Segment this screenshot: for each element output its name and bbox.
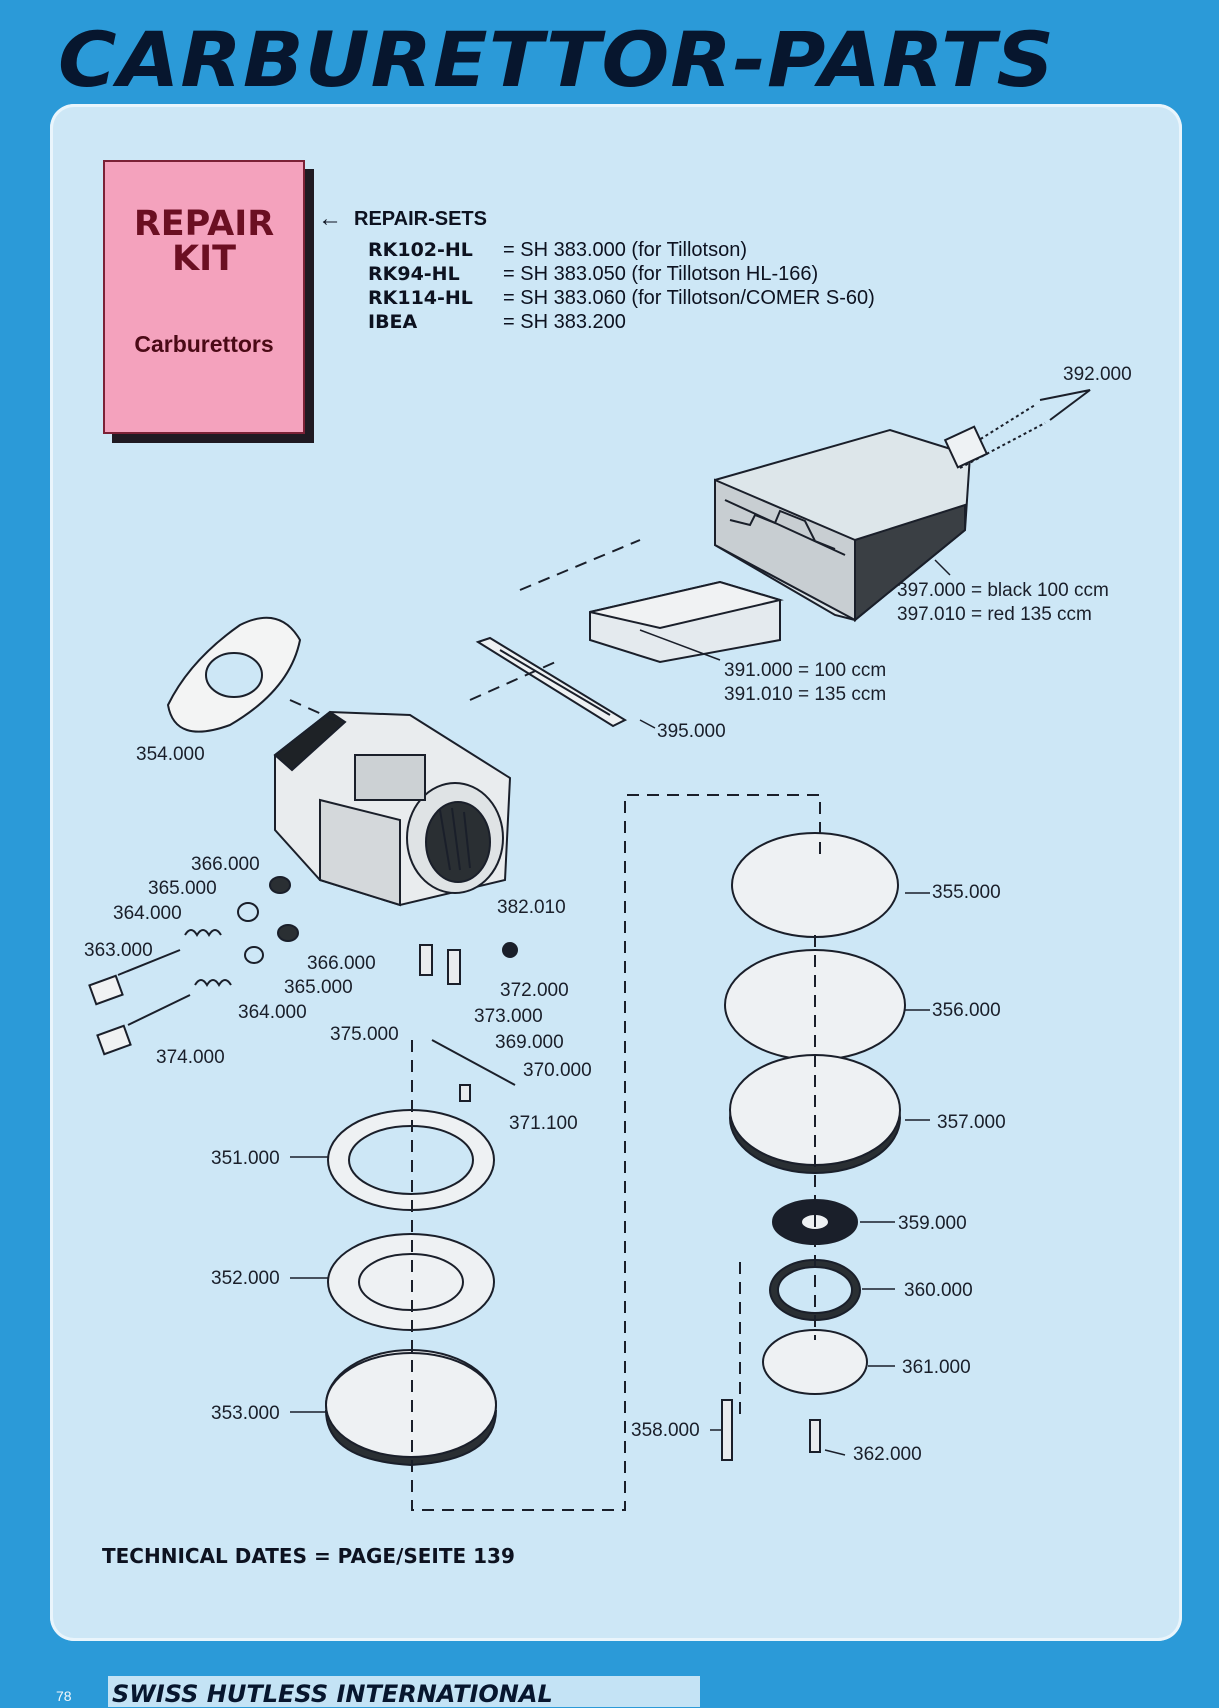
label-364a: 364.000 (113, 903, 182, 924)
repair-set-value: = SH 383.060 (for Tillotson/COMER S-60) (503, 287, 875, 309)
repair-kit-title: REPAIR KIT (105, 207, 303, 277)
assembly-guide-lines (289, 539, 821, 1511)
label-366b: 366.000 (307, 953, 376, 974)
repair-set-row: RK102-HL = SH 383.000 (for Tillotson) (318, 238, 875, 262)
label-358: 358.000 (631, 1420, 700, 1441)
repair-set-value: = SH 383.000 (for Tillotson) (503, 239, 748, 261)
repair-set-code: IBEA (368, 311, 418, 333)
pump-stack-right-drawing (721, 832, 906, 1461)
repair-sets-list: ← REPAIR-SETS RK102-HL = SH 383.000 (for… (318, 205, 875, 334)
label-365b: 365.000 (284, 977, 353, 998)
page-title: CARBURETTOR-PARTS (58, 15, 1056, 104)
label-366a: 366.000 (191, 854, 260, 875)
footer-bar (108, 1676, 700, 1707)
label-360: 360.000 (904, 1280, 973, 1301)
leader-lines (290, 559, 951, 1456)
label-351: 351.000 (211, 1148, 280, 1169)
label-352: 352.000 (211, 1268, 280, 1289)
label-375: 375.000 (330, 1024, 399, 1045)
label-363: 363.000 (84, 940, 153, 961)
label-357: 357.000 (937, 1112, 1006, 1133)
label-395: 395.000 (657, 721, 726, 742)
label-392: 392.000 (1063, 364, 1132, 385)
arrow-left-icon: ← (318, 205, 342, 232)
repair-set-value: = SH 383.200 (503, 311, 626, 333)
repair-sets-heading: ← REPAIR-SETS (318, 205, 875, 233)
label-372: 372.000 (500, 980, 569, 1001)
mounting-plate-drawing (475, 636, 628, 728)
label-397: 397.000 = black 100 ccm (897, 580, 1109, 601)
label-374: 374.000 (156, 1047, 225, 1068)
repair-set-value: = SH 383.050 (for Tillotson HL-166) (503, 263, 819, 285)
label-355: 355.000 (932, 882, 1001, 903)
repair-kit-line1: REPAIR (133, 204, 275, 244)
repair-kit-line2: KIT (171, 239, 237, 279)
carburettor-body-drawing (273, 710, 512, 907)
technical-dates-note: TECHNICAL DATES = PAGE/SEITE 139 (102, 1544, 515, 1568)
repair-set-code: RK94-HL (368, 263, 460, 285)
label-361: 361.000 (902, 1357, 971, 1378)
needle-valve-drawing (419, 944, 516, 1102)
label-359: 359.000 (898, 1213, 967, 1234)
label-382: 382.010 (497, 897, 566, 918)
part-labels: 392.000 397.000 = black 100 ccm 397.010 … (84, 364, 1132, 1465)
label-397-010: 397.010 = red 135 ccm (897, 604, 1092, 625)
page-number: 78 (56, 1688, 72, 1704)
label-391: 391.000 = 100 ccm (724, 660, 886, 681)
repair-set-code: RK114-HL (368, 287, 473, 309)
label-373: 373.000 (474, 1006, 543, 1027)
footer-brand: SWISS HUTLESS INTERNATIONAL (112, 1680, 553, 1708)
label-353: 353.000 (211, 1403, 280, 1424)
repair-set-code: RK102-HL (368, 239, 473, 261)
mixture-screws-drawing (88, 876, 518, 1056)
repair-set-row: RK114-HL = SH 383.060 (for Tillotson/COM… (318, 286, 875, 310)
repair-kit-subtitle: Carburettors (134, 331, 274, 357)
label-362: 362.000 (853, 1444, 922, 1465)
label-370: 370.000 (523, 1060, 592, 1081)
label-365a: 365.000 (148, 878, 217, 899)
label-356: 356.000 (932, 1000, 1001, 1021)
label-369: 369.000 (495, 1032, 564, 1053)
repair-set-row: RK94-HL = SH 383.050 (for Tillotson HL-1… (318, 262, 875, 286)
label-364b: 364.000 (238, 1002, 307, 1023)
label-354: 354.000 (136, 744, 205, 765)
label-371: 371.100 (509, 1113, 578, 1134)
repair-set-row: IBEA = SH 383.200 (318, 310, 875, 334)
label-391-010: 391.010 = 135 ccm (724, 684, 886, 705)
flange-gasket-drawing (166, 616, 302, 733)
repair-sets-heading-text: REPAIR-SETS (354, 207, 487, 230)
filter-plate-drawing (589, 580, 784, 664)
repair-kit-box: REPAIR KIT Carburettors (103, 160, 305, 434)
air-filter-drawing (714, 389, 1091, 623)
